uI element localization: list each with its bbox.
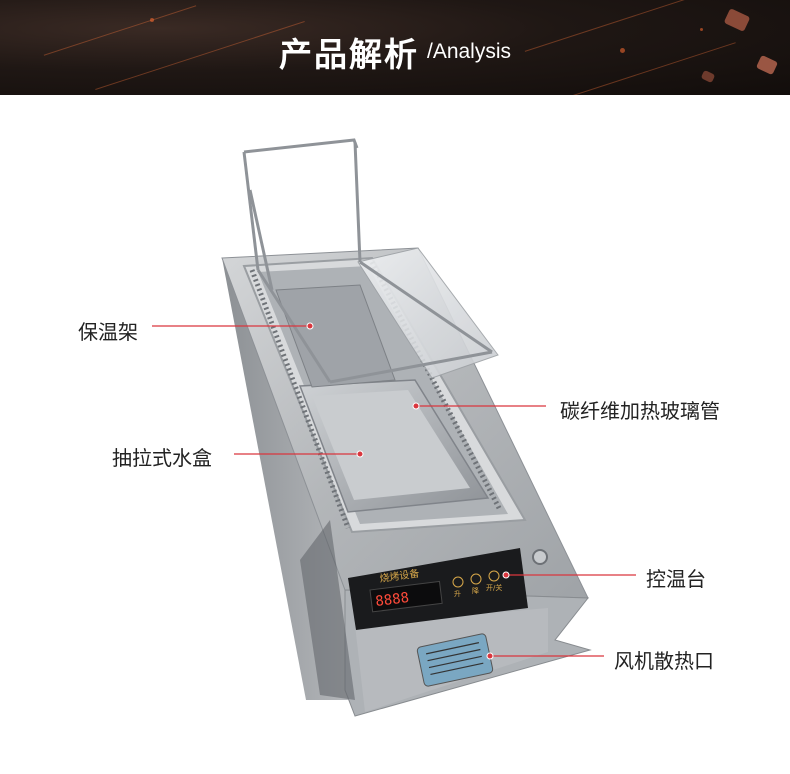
button-down-label: 降 [472,586,479,595]
title-en: /Analysis [426,40,512,63]
callout-control-panel: 控温台 [646,567,706,591]
temp-readout: 8888 [375,590,410,610]
callout-heating-tube: 碳纤维加热玻璃管 [560,399,720,423]
button-up-label: 升 [454,589,461,598]
button-power[interactable] [488,570,500,582]
button-down[interactable] [470,573,482,585]
callout-dot-water-box [356,450,364,458]
machine-shadow-side [300,520,355,700]
callout-dot-rack [306,322,314,330]
callout-dot-control-panel [502,571,510,579]
water-box-inner [312,390,470,500]
button-power-label: 开/关 [486,583,502,592]
temp-knob[interactable] [532,549,548,565]
glass-lid [357,247,499,379]
callout-lines [152,322,636,660]
callout-dot-fan-vent [486,652,494,660]
banner-spark [620,48,625,53]
callout-dot-heating-tube [412,402,420,410]
upper-tray [275,284,396,388]
callout-fan-vent: 风机散热口 [614,649,714,673]
control-panel: 烧烤设备 8888 升 降 开/关 [348,548,548,630]
fan-vent [416,633,494,687]
callout-rack: 保温架 [78,320,138,344]
banner-spark [150,18,154,22]
button-up[interactable] [452,576,464,588]
product-illustration: 烧烤设备 8888 升 降 开/关 [152,138,636,717]
temp-display [369,580,443,613]
page-title: 产品解析/Analysis [0,28,790,76]
banner-spark [700,28,703,31]
title-cn: 产品解析 [278,35,419,74]
header-banner: 产品解析/Analysis [0,0,790,95]
callout-water-box: 抽拉式水盒 [112,446,212,470]
